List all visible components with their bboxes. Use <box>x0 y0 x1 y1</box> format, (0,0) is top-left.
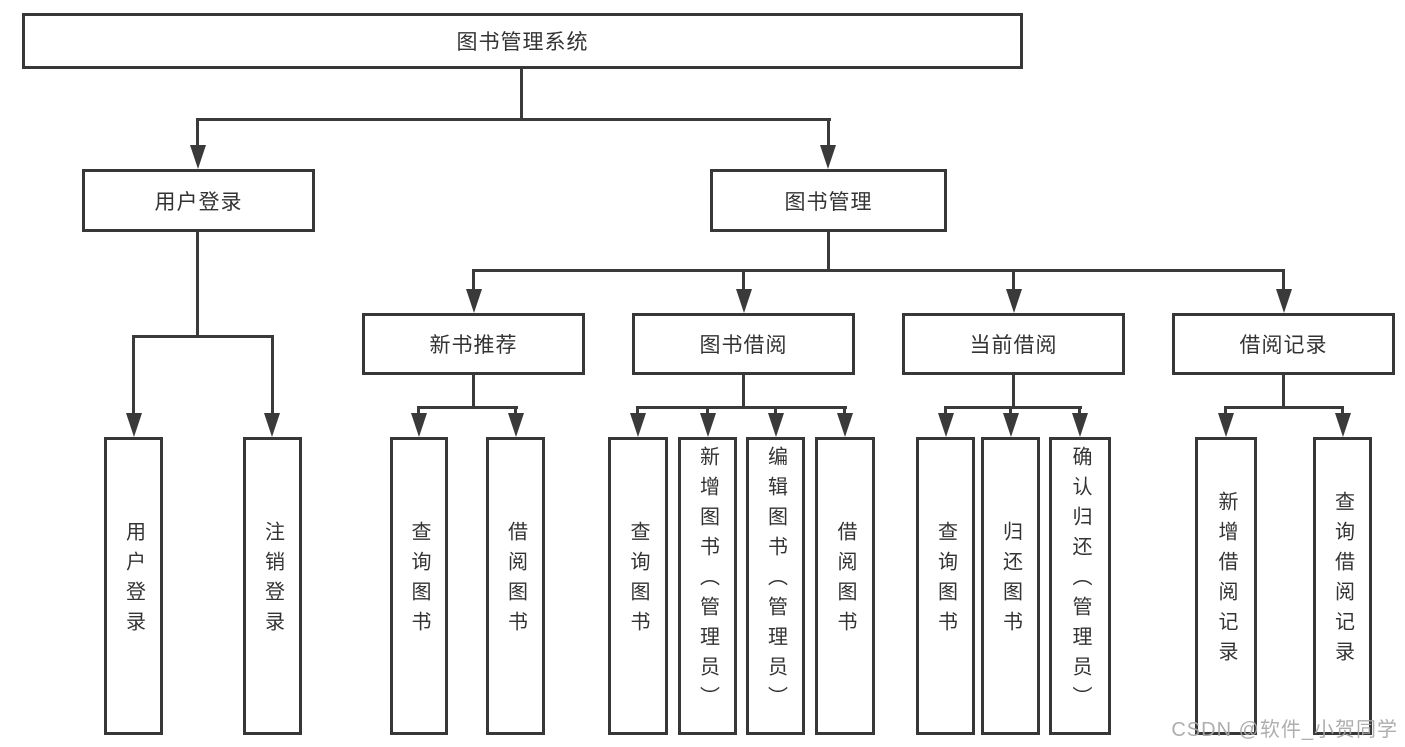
connector-line <box>827 118 830 150</box>
connector-line <box>706 406 709 418</box>
leaf-label: 注销登录 <box>261 521 284 641</box>
connector-line <box>636 406 847 409</box>
connector-line <box>1224 406 1227 418</box>
arrow-down-icon <box>466 289 482 313</box>
connector-line <box>472 269 1285 272</box>
node-label: 用户登录 <box>154 190 243 214</box>
arrow-down-icon <box>1218 413 1234 437</box>
leaf-query-books-2: 查询图书 <box>608 437 668 735</box>
node-new-book-recommend: 新书推荐 <box>362 313 585 375</box>
arrow-down-icon <box>837 413 853 437</box>
leaf-user-login: 用户登录 <box>104 437 163 735</box>
connector-line <box>1012 375 1015 409</box>
connector-line <box>774 406 777 418</box>
connector-line <box>472 375 475 409</box>
leaf-label: 借阅图书 <box>504 521 527 641</box>
leaf-logout: 注销登录 <box>243 437 302 735</box>
connector-line <box>417 406 420 418</box>
node-borrow-records: 借阅记录 <box>1172 313 1395 375</box>
leaf-add-books-admin: 新增图书（管理员） <box>678 437 737 735</box>
connector-line <box>520 69 523 121</box>
connector-line <box>742 375 745 409</box>
node-label: 图书借阅 <box>699 334 788 357</box>
arrow-down-icon <box>1006 289 1022 313</box>
connector-line <box>944 406 1082 409</box>
leaf-borrow-books-1: 借阅图书 <box>486 437 545 735</box>
connector-line <box>1078 406 1081 418</box>
node-label: 新书推荐 <box>429 334 518 357</box>
connector-line <box>271 335 274 417</box>
node-book-borrow: 图书借阅 <box>632 313 855 375</box>
connector-line <box>196 232 199 338</box>
leaf-borrow-books-2: 借阅图书 <box>815 437 875 735</box>
connector-line <box>827 232 830 272</box>
node-root: 图书管理系统 <box>22 13 1023 69</box>
leaf-query-books-3: 查询图书 <box>916 437 975 735</box>
connector-line <box>742 269 745 293</box>
leaf-label: 用户登录 <box>122 521 145 641</box>
leaf-confirm-return-admin: 确认归还（管理员） <box>1049 437 1111 735</box>
arrow-down-icon <box>190 145 206 169</box>
leaf-label: 查询图书 <box>408 521 430 641</box>
connector-line <box>1282 269 1285 293</box>
arrow-down-icon <box>630 413 646 437</box>
node-user-login: 用户登录 <box>82 169 315 232</box>
leaf-label: 查询借阅记录 <box>1331 491 1354 671</box>
arrow-down-icon <box>264 413 280 437</box>
arrow-down-icon <box>126 413 142 437</box>
leaf-label: 归还图书 <box>999 521 1022 641</box>
leaf-edit-books-admin: 编辑图书（管理员） <box>746 437 805 735</box>
leaf-label: 新增借阅记录 <box>1215 491 1237 671</box>
connector-line <box>1282 375 1285 409</box>
arrow-down-icon <box>1072 413 1088 437</box>
csdn-watermark: CSDN @软件_小贺同学 <box>1171 719 1398 741</box>
arrow-down-icon <box>736 289 752 313</box>
leaf-add-borrow-record: 新增借阅记录 <box>1195 437 1257 735</box>
arrow-down-icon <box>700 413 716 437</box>
leaf-query-borrow-record: 查询借阅记录 <box>1313 437 1372 735</box>
node-root-label: 图书管理系统 <box>456 31 589 54</box>
arrow-down-icon <box>1003 413 1019 437</box>
connector-line <box>196 118 199 150</box>
leaf-query-books-1: 查询图书 <box>390 437 448 735</box>
connector-line <box>1012 269 1015 293</box>
arrow-down-icon <box>1276 289 1292 313</box>
node-current-borrow: 当前借阅 <box>902 313 1125 375</box>
leaf-label: 新增图书（管理员） <box>696 446 719 716</box>
node-book-management: 图书管理 <box>710 169 947 232</box>
arrow-down-icon <box>411 413 427 437</box>
node-label: 当前借阅 <box>969 334 1058 357</box>
leaf-label: 确认归还（管理员） <box>1069 446 1091 716</box>
arrow-down-icon <box>938 413 954 437</box>
leaf-return-books: 归还图书 <box>981 437 1040 735</box>
node-label: 图书管理 <box>784 190 873 214</box>
connector-line <box>944 406 947 418</box>
connector-line <box>1009 406 1012 418</box>
connector-line <box>1341 406 1344 418</box>
arrow-down-icon <box>768 413 784 437</box>
leaf-label: 查询图书 <box>627 521 649 641</box>
arrow-down-icon <box>820 145 836 169</box>
connector-line <box>132 335 274 338</box>
connector-line <box>132 335 135 417</box>
arrow-down-icon <box>1335 413 1351 437</box>
connector-line <box>636 406 639 418</box>
connector-line <box>417 406 518 409</box>
leaf-label: 查询图书 <box>934 521 957 641</box>
connector-line <box>472 269 475 293</box>
leaf-label: 借阅图书 <box>834 521 856 641</box>
connector-line <box>843 406 846 418</box>
arrow-down-icon <box>508 413 524 437</box>
connector-line <box>197 118 831 121</box>
connector-line <box>514 406 517 418</box>
leaf-label: 编辑图书（管理员） <box>764 446 787 716</box>
connector-line <box>1224 406 1344 409</box>
node-label: 借阅记录 <box>1239 334 1328 357</box>
